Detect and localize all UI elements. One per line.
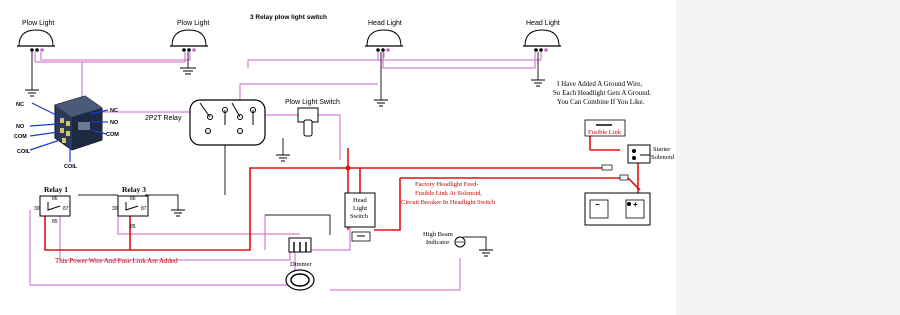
relay1-pin87: 87 [63,206,69,212]
plow-light-left-label: Plow Light [22,20,54,27]
high-beam-line1: High Beam [423,231,453,238]
pin-nc-top: NC [110,108,118,114]
factory-feed-line3: Circuit Breaker In Headlight Switch [401,199,496,206]
pin-coil-left: COIL [17,149,31,155]
background-panel [676,0,900,315]
pin-no-top: NO [110,120,119,126]
head-switch-line1: Head [353,197,367,204]
ground-note-line2: So Each Headlight Gets A Ground. [553,89,651,97]
ground-icon [374,99,388,107]
high-beam-line2: Indicator [426,239,450,246]
head-light-left [365,29,403,52]
plow-switch-label: Plow Light Switch [285,99,340,106]
relay-box-label: 2P2T Relay [145,115,182,122]
high-beam-indicator [454,236,466,248]
pin-com-top: COM [106,132,119,138]
head-light-left-label: Head Light [368,20,402,27]
dimmer-label: Dimmer [290,261,312,268]
connector [619,174,629,181]
fusible-link-box [584,119,626,137]
dimmer-switch [285,237,315,291]
ground-icon [180,67,196,75]
starter-solenoid-line2: Solenoid [651,154,675,161]
head-switch-line3: Switch [350,213,369,220]
power-wire-note: This Power Wire And Fuse Link Are Added [55,257,178,265]
ground-icon [531,79,545,87]
relay-3 [117,195,149,217]
plow-light-right-label: Plow Light [177,20,209,27]
pin-no-left: NO [16,124,25,130]
relay3-pin85: 85 [130,224,136,230]
relay-box-2p2t [189,99,266,146]
relay1-pin85: 85 [52,219,58,225]
relay-pin-arrows [29,102,109,162]
connector [601,164,613,171]
ground-note-line3: You Can Combine If You Like. [557,98,645,106]
relay3-pin86: 86 [130,196,136,202]
plow-light-right [170,29,208,52]
factory-feed-line2: Fusible Link At Solenoid, [415,190,483,197]
plow-light-switch [297,107,319,137]
pin-nc-left: NC [16,102,24,108]
relay-cube-image [54,95,103,151]
relay3-label: Relay 3 [122,185,146,194]
relay1-pin86: 86 [52,196,58,202]
relay3-pin87: 87 [141,206,147,212]
ground-icon [276,154,290,162]
starter-solenoid-line1: Starter [653,146,671,153]
head-switch-line2: Light [353,205,367,212]
ground-icon [171,209,185,217]
plow-light-left [17,29,55,52]
relay1-pin30: 30 [34,206,40,212]
fusible-link-label: Fusible Link [588,129,622,136]
relay3-pin30: 30 [112,206,118,212]
ground-note-line1: I Have Added A Ground Wire, [557,80,642,88]
pin-com-left: COM [14,134,27,140]
head-light-switch [344,192,376,242]
battery-positive: + [633,200,638,209]
relay1-label: Relay 1 [44,185,68,194]
head-light-right [523,29,561,52]
battery-negative: − [595,200,600,209]
starter-solenoid [627,144,651,164]
junction-dot [345,165,351,171]
relay-1 [39,195,71,217]
factory-feed-line1: Factory Headlight Feed- [415,181,479,188]
pin-coil-bottom: COIL [64,164,78,170]
head-light-right-label: Head Light [526,20,560,27]
ground-icon [479,249,493,257]
diagram-title: 3 Relay plow light switch [250,14,327,21]
ground-icon [25,89,39,97]
battery [584,192,651,226]
